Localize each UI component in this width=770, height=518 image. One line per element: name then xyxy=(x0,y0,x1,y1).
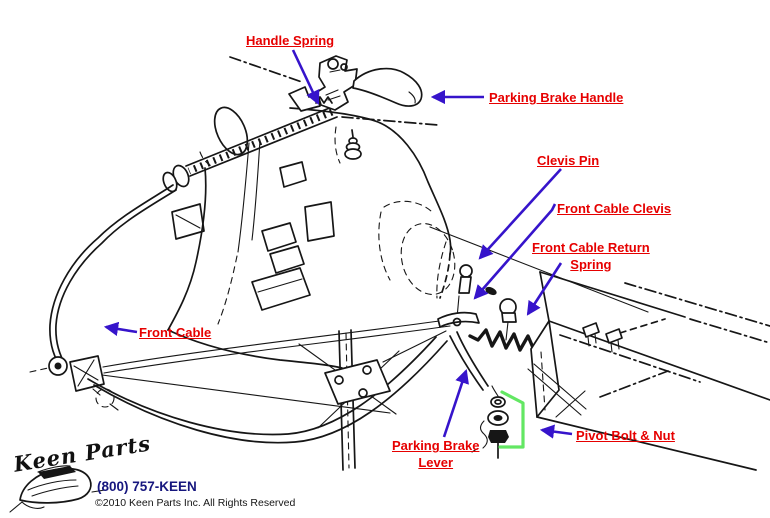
copyright-text: ©2010 Keen Parts Inc. All Rights Reserve… xyxy=(95,497,296,509)
cable-anchor-bracket xyxy=(29,355,119,411)
handle-assembly xyxy=(288,55,439,164)
pivot-bolt-arrow xyxy=(539,424,573,439)
firewall-outline xyxy=(167,107,452,369)
front-cable-drawing xyxy=(49,184,451,414)
corvette-logo-sketch xyxy=(9,465,106,513)
callout-arrows xyxy=(103,49,573,439)
parking-brake-lever-arrow xyxy=(442,368,469,438)
parking-brake-handle-drawing xyxy=(352,67,423,107)
label-parking-brake-lever: Parking Brake Lever xyxy=(392,437,479,471)
firewall-oval-hole xyxy=(199,106,249,168)
ribbed-rail xyxy=(162,106,338,193)
return-spring-arrow xyxy=(526,262,563,316)
label-clevis-pin: Clevis Pin xyxy=(537,153,600,168)
floor-contour xyxy=(87,336,448,444)
firewall-ribs xyxy=(171,161,335,311)
clevis-pin-drawing xyxy=(459,264,473,278)
pivot-highlight-bracket xyxy=(498,390,525,449)
tunnel-dashed xyxy=(378,200,456,299)
handle-bolt xyxy=(344,129,362,160)
front-cable-arrow xyxy=(103,321,138,336)
label-line: Spring xyxy=(570,257,612,272)
label-front-cable-clevis: Front Cable Clevis xyxy=(557,201,672,216)
parking-brake-lever-drawing xyxy=(456,331,489,387)
label-front-cable: Front Cable xyxy=(139,325,212,340)
clevis-pin-arrow xyxy=(478,168,562,260)
label-front-cable-return-spring: Front Cable Return Spring xyxy=(532,239,650,273)
front-cable-clevis-drawing xyxy=(437,311,480,328)
phone-number: (800) 757-KEEN xyxy=(97,479,197,494)
handle-spring-arrow xyxy=(291,49,320,105)
label-handle-spring: Handle Spring xyxy=(246,33,335,48)
label-line: Front Cable Return xyxy=(532,240,650,255)
front-cable-clevis-arrow xyxy=(473,203,557,300)
label-line: Parking Brake xyxy=(392,438,480,453)
body-dashdot-line xyxy=(229,56,303,83)
pivot-bolt-stack xyxy=(471,385,509,459)
floor-structure xyxy=(298,226,649,471)
label-line: Lever xyxy=(418,455,454,470)
rail-clips xyxy=(582,322,623,353)
label-parking-brake-handle: Parking Brake Handle xyxy=(489,90,624,105)
label-pivot-bolt-nut: Pivot Bolt & Nut xyxy=(576,428,675,443)
frame-rail xyxy=(527,271,770,471)
